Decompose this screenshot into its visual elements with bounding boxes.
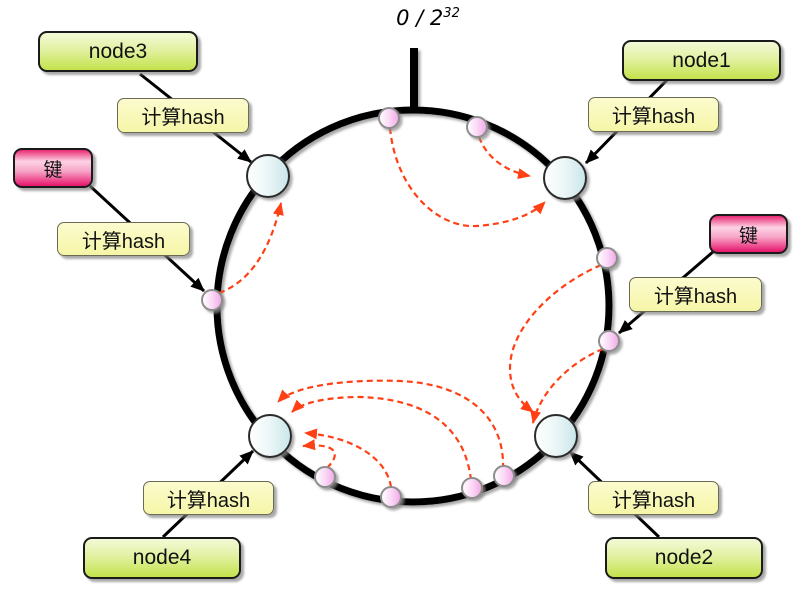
hash-box-key-right: 计算hash (629, 277, 762, 312)
red-arrow-key2-to-node1 (477, 136, 531, 180)
node3-box: node3 (38, 31, 198, 72)
hash-label-node3: 计算hash (141, 107, 225, 129)
key-point-2 (466, 116, 488, 138)
hash-box-node3: 计算hash (117, 98, 249, 133)
hash-label-node1: 计算hash (611, 106, 696, 128)
key-point-1 (378, 107, 400, 129)
hash-box-key-left: 计算hash (57, 222, 190, 256)
red-arrow-key5-to-node2 (530, 347, 604, 424)
hash-box-node4: 计算hash (143, 481, 274, 515)
node2-box: node2 (605, 537, 763, 579)
key-point-5 (598, 330, 620, 352)
node1-ring-point (543, 156, 587, 200)
key-left-label: 键 (43, 159, 63, 181)
ring-range-base: 0 / 2 (396, 6, 444, 30)
red-arrow-key7-to-node4 (304, 428, 393, 488)
red-arrow-key9-to-node4 (277, 379, 505, 470)
red-arrow-key6-to-node4 (302, 439, 336, 469)
node3-label: node3 (88, 39, 148, 63)
red-arrow-key3-to-node3 (218, 202, 284, 295)
node1-box: node1 (622, 40, 781, 81)
node2-label: node2 (654, 546, 714, 569)
node2-ring-point (534, 414, 578, 458)
key-left-box: 键 (13, 148, 93, 188)
ring-range-exponent: 32 (443, 6, 460, 21)
key-point-3 (201, 289, 223, 311)
hash-label-node4: 计算hash (166, 489, 251, 512)
red-arrow-key8-to-node4 (291, 395, 473, 481)
node4-ring-point (248, 414, 292, 458)
node1-label: node1 (672, 48, 731, 72)
key-point-4 (596, 247, 618, 269)
key-point-9 (493, 465, 515, 487)
hash-box-node1: 计算hash (588, 97, 719, 132)
key-point-8 (461, 477, 483, 499)
red-arrow-key4-to-node2 (508, 263, 602, 413)
hash-label-key-right: 计算hash (653, 286, 738, 308)
hash-label-key-left: 计算hash (81, 230, 166, 253)
node3-ring-point (246, 154, 290, 198)
key-right-box: 键 (709, 214, 788, 254)
key-point-6 (314, 466, 336, 488)
hash-label-node2: 计算hash (611, 489, 696, 512)
red-arrow-key1-to-node1 (388, 127, 546, 228)
node4-box: node4 (83, 537, 241, 579)
node4-label: node4 (132, 546, 192, 569)
ring-range-label: 0 / 232 (378, 6, 478, 30)
hash-box-node2: 计算hash (588, 481, 719, 515)
key-point-7 (380, 486, 402, 508)
key-right-label: 键 (738, 225, 758, 247)
